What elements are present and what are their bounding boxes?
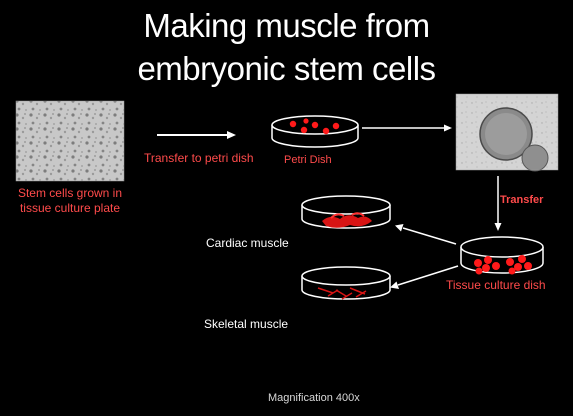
culture-cell (482, 264, 490, 272)
culture-cell (506, 258, 514, 266)
culture-cell (474, 259, 482, 267)
skeletal-muscle-dish-drawing (301, 266, 391, 300)
culture-cell (484, 256, 492, 264)
cardiac-muscle-dish-drawing (301, 195, 391, 229)
embryoid-body-micrograph (455, 93, 559, 172)
stem-cells-label-line-1: Stem cells grown in (17, 186, 123, 200)
culture-cell (492, 262, 500, 270)
culture-cell (524, 262, 532, 270)
stem-cells-label-line-2: tissue culture plate (19, 201, 121, 215)
cardiac-muscle-label: Cardiac muscle (206, 236, 289, 250)
arrow-to-cardiac-dish (395, 224, 457, 245)
petri-dish-label: Petri Dish (284, 154, 332, 166)
petri-cell (303, 118, 309, 124)
title-line-2: embryonic stem cells (137, 50, 436, 87)
petri-cell (322, 127, 330, 135)
petri-cell (311, 121, 319, 129)
arrow-to-petri-dish (157, 131, 236, 139)
skeletal-muscle-label: Skeletal muscle (204, 317, 289, 331)
title-line-1: Making muscle from (143, 7, 430, 44)
arrow-to-skeletal-dish (390, 265, 459, 289)
culture-cell (514, 263, 522, 271)
arrow-to-embryoid-micrograph (362, 124, 452, 132)
stem-cells-label: Stem cells grown in tissue culture plate (6, 186, 134, 216)
petri-cell (289, 120, 297, 128)
petri-cell (332, 122, 340, 130)
petri-cell (300, 126, 308, 134)
culture-cell (518, 255, 526, 263)
petri-dish-drawing (271, 115, 359, 148)
culture-cell (508, 267, 516, 275)
arrow-down-transfer (494, 176, 502, 231)
magnification-label: Magnification 400x (268, 392, 360, 404)
tissue-culture-dish-label: Tissue culture dish (446, 278, 546, 292)
culture-cell (475, 267, 483, 275)
tissue-culture-dish-drawing (460, 236, 544, 275)
transfer-label: Transfer (500, 194, 544, 206)
stem-cell-micrograph (15, 100, 125, 182)
transfer-to-petri-label: Transfer to petri dish (144, 151, 254, 165)
slide-title: Making muscle from embryonic stem cells (0, 4, 573, 90)
